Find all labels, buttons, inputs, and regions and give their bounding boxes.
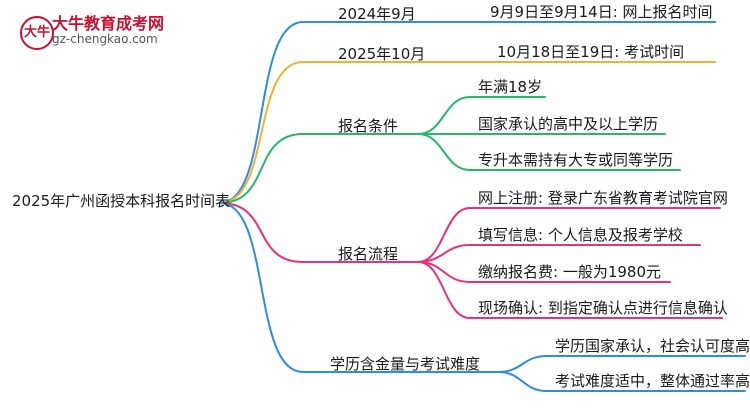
connector-b4-leaf-0 [417, 207, 471, 263]
branch-value-difficulty: 学历含金量与考试难度 [330, 355, 481, 373]
leaf-online-registration-date: 9月9日至9月14日: 网上报名时间 [490, 3, 713, 21]
leaf-onsite-confirm: 现场确认: 到指定确认点进行信息确认 [478, 299, 728, 317]
connector-root-b5 [219, 202, 304, 373]
logo-title: 大牛教育成考网 [52, 14, 165, 33]
leaf-difficulty: 考试难度适中，整体通过率高 [555, 372, 750, 390]
leaf-upgrade-requirement: 专升本需持有大专或同等学历 [478, 151, 674, 169]
leaf-online-signup: 网上注册: 登录广东省教育考试院官网 [478, 189, 728, 207]
logo-url: gz-chengkao.com [52, 32, 158, 46]
branch-process: 报名流程 [338, 245, 399, 263]
connector-b3-leaf-2 [417, 133, 471, 171]
connector-b3-leaf-0 [417, 96, 471, 135]
leaf-age-requirement: 年满18岁 [478, 78, 543, 96]
leaf-education-requirement: 国家承认的高中及以上学历 [478, 115, 659, 133]
connector-b5-leaf-1 [497, 371, 548, 392]
connector-root-b2 [219, 61, 304, 204]
leaf-exam-date: 10月18日至19日: 考试时间 [497, 43, 685, 61]
leaf-recognition: 学历国家承认，社会认可度高 [555, 337, 750, 355]
branch-2025-10: 2025年10月 [338, 45, 426, 63]
root-node: 2025年广州函授本科报名时间表 [12, 192, 231, 210]
branch-requirements: 报名条件 [338, 117, 399, 135]
logo-badge-icon: 大牛 [20, 16, 54, 50]
leaf-pay-fee: 缴纳报名费: 一般为1980元 [478, 263, 661, 281]
site-logo: 大牛 大牛教育成考网 gz-chengkao.com [6, 4, 186, 52]
connector-root-b4 [219, 202, 304, 263]
connector-root-b3 [219, 133, 304, 204]
branch-2024-09: 2024年9月 [338, 5, 416, 23]
connector-b4-leaf-3 [417, 261, 471, 319]
connector-b5-leaf-0 [497, 355, 548, 373]
leaf-fill-info: 填写信息: 个人信息及报考学校 [478, 226, 683, 244]
connector-root-b1 [219, 21, 304, 204]
